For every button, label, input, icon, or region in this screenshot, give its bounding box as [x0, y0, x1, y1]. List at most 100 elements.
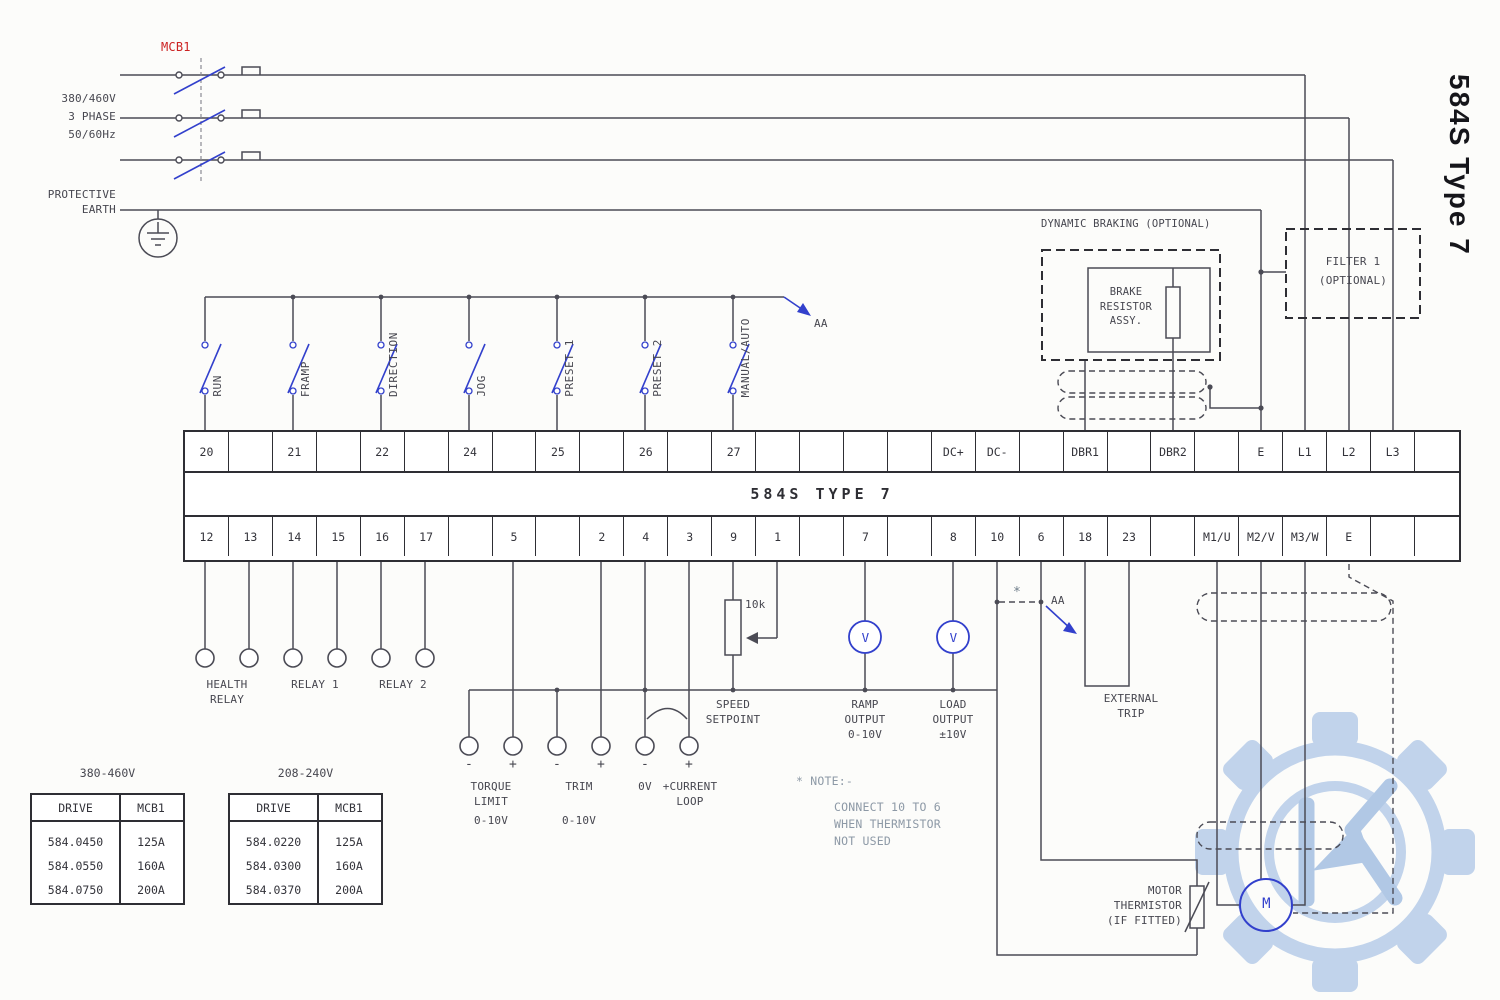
k-arrow-icon	[1298, 778, 1403, 907]
potentiometer-body	[724, 599, 742, 656]
aa-ext-arrowhead	[1063, 622, 1077, 634]
terminal-bottom-13: 1	[756, 517, 801, 556]
table-1-header-1: MCB1	[335, 800, 363, 815]
terminal-top-27: L3	[1371, 432, 1416, 471]
table-0-cell-0-1: 125A	[137, 835, 165, 849]
current-loop-arc	[646, 707, 688, 720]
aa-bus-arrowhead	[797, 303, 811, 316]
brake-cable-marker-2	[1057, 396, 1207, 420]
sign-loop-plus: +	[684, 757, 694, 772]
table-1-cell-2-0: 584.0370	[245, 883, 302, 897]
terminal-top-3	[317, 432, 361, 471]
terminal-bottom-21: 23	[1108, 517, 1152, 556]
table-0-cell-1-0: 584.0550	[47, 859, 104, 873]
trim-label: TRIM	[565, 780, 593, 793]
thermistor-diagonal	[1184, 881, 1210, 933]
terminal-bottom-8	[536, 517, 581, 556]
brake-resistor-box	[1087, 267, 1211, 353]
terminal-top-24: E	[1239, 432, 1284, 471]
earth-symbol-bars	[147, 210, 169, 246]
terminal-top-22: DBR2	[1151, 432, 1196, 471]
dynamic-braking-box	[1041, 249, 1221, 361]
phase-l1-wire	[120, 74, 1306, 430]
terminal-bottom-28	[1415, 517, 1459, 556]
terminal-strip-title: 584S TYPE 7	[750, 485, 894, 503]
dynamic-braking-label: DYNAMIC BRAKING (OPTIONAL)	[1041, 218, 1211, 230]
terminal-bottom-4: 16	[361, 517, 405, 556]
note-head: * NOTE:-	[796, 774, 853, 788]
terminals-and-meters	[195, 269, 1293, 932]
terminal-bottom-19: 6	[1020, 517, 1064, 556]
asterisk-marker: *	[1013, 585, 1022, 600]
brake-link-wires	[1209, 271, 1286, 409]
table-0-cell-1-1: 160A	[137, 859, 165, 873]
table-title-0: 380-460V	[79, 766, 136, 780]
terminal-bottom-20: 18	[1064, 517, 1108, 556]
mcb1-breaker	[173, 58, 226, 182]
terminal-bottom-11: 3	[668, 517, 713, 556]
thermistor-body	[1189, 885, 1205, 929]
motor-thermistor-label: MOTOR THERMISTOR (IF FITTED)	[1106, 884, 1182, 927]
breaker-terminals	[175, 71, 225, 164]
terminal-top-11	[668, 432, 713, 471]
table-0-cell-2-1: 200A	[137, 883, 165, 897]
health-relay-label: HEALTH RELAY	[206, 678, 248, 706]
terminal-bottom-27	[1371, 517, 1416, 556]
potentiometer-wires	[732, 562, 778, 690]
terminal-top-28	[1415, 432, 1459, 471]
terminal-bottom-5: 17	[405, 517, 449, 556]
table-0-cell-2-0: 584.0750	[47, 883, 104, 897]
terminal-top-13	[756, 432, 801, 471]
table-0-header-0: DRIVE	[58, 800, 93, 815]
trim-range-label: 0-10V	[561, 814, 597, 827]
table-1-cell-0-0: 584.0220	[245, 835, 302, 849]
terminal-bottom-25: M3/W	[1283, 517, 1328, 556]
switch-blades	[199, 343, 750, 394]
switch-drop-wires	[204, 297, 734, 430]
terminal-top-17: DC+	[932, 432, 976, 471]
brake-resistor-label: BRAKE RESISTOR ASSY.	[1099, 286, 1153, 327]
external-trip-wires	[1084, 562, 1130, 687]
note-body: CONNECT 10 TO 6 WHEN THERMISTOR NOT USED	[834, 800, 941, 848]
switch-label-manual-auto: MANUAL/AUTO	[739, 317, 752, 397]
sign-trim-minus: -	[552, 757, 562, 772]
terminal-bottom-2: 14	[273, 517, 317, 556]
relay-drop-wires	[204, 562, 426, 649]
zero-volt-label: 0V	[638, 780, 652, 793]
gear-outer-ring	[1223, 740, 1447, 964]
terminal-top-20: DBR1	[1064, 432, 1108, 471]
table-1-cell-1-1: 160A	[335, 859, 363, 873]
brake-cable-marker-1	[1057, 370, 1207, 394]
terminal-bottom-10: 4	[624, 517, 669, 556]
table-1-header-0: DRIVE	[256, 800, 291, 815]
table-1-cell-0-1: 125A	[335, 835, 363, 849]
terminal-bottom-14	[800, 517, 844, 556]
table-0-row-1: 584.0550 160A	[32, 854, 183, 878]
terminal-bottom-6	[449, 517, 493, 556]
terminal-top-21	[1108, 432, 1152, 471]
phase-l2-wire	[120, 117, 1350, 430]
speed-setpoint-label: SPEED SETPOINT	[705, 698, 761, 726]
terminal-top-14	[800, 432, 844, 471]
table-0-row-2: 584.0750 200A	[32, 878, 183, 902]
aa-bus-label: AA	[814, 317, 828, 330]
switch-label-direction: DIRECTION	[387, 331, 400, 397]
terminal-bottom-22	[1151, 517, 1196, 556]
terminal-bottom-1: 13	[229, 517, 273, 556]
dashed-wires	[999, 370, 1394, 914]
switch-contacts	[201, 341, 737, 395]
terminal-bottom-7: 5	[493, 517, 537, 556]
motor-cable-marker-bottom	[1196, 821, 1344, 850]
terminal-top-12: 27	[712, 432, 757, 471]
terminal-top-10: 26	[624, 432, 669, 471]
load-output-label: LOAD OUTPUT ±10V	[932, 698, 974, 741]
analog-drop-wires	[468, 562, 690, 737]
load-meter-circle	[936, 620, 970, 654]
gear-inner-ring	[1264, 781, 1406, 923]
terminal-top-19	[1020, 432, 1064, 471]
